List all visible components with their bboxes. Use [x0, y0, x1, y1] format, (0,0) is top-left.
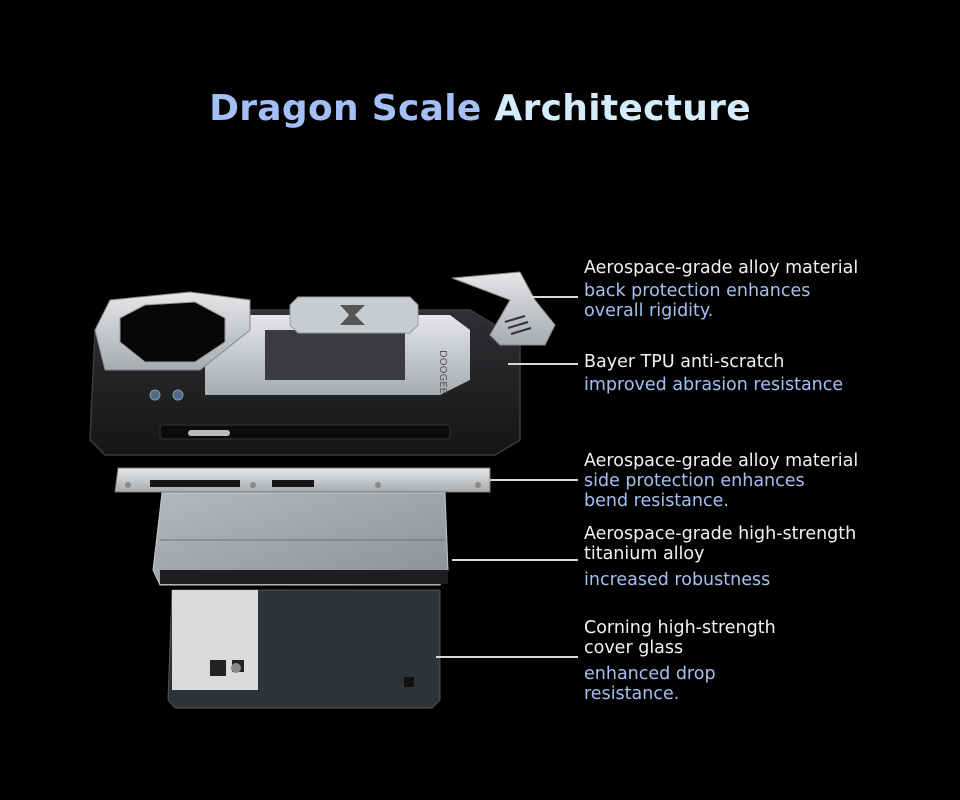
callout-back-protection: Aerospace-grade alloy material back prot…	[584, 258, 859, 321]
side-frame-rail	[114, 467, 491, 493]
leader-line-3	[490, 479, 578, 481]
svg-text:DOOGEE: DOOGEE	[437, 350, 448, 394]
leader-line-1	[530, 296, 578, 298]
callout-cover-glass: Corning high-strength cover glass enhanc…	[584, 618, 776, 704]
cover-glass-display	[167, 589, 441, 709]
title-accent: Dragon Scale	[209, 88, 482, 129]
title-main: Architecture	[494, 88, 751, 129]
callout-side-protection: Aerospace-grade alloy material side prot…	[584, 451, 859, 511]
page-title: Dragon Scale Architecture	[0, 88, 960, 129]
callout-titanium: Aerospace-grade high-strength titanium a…	[584, 524, 857, 590]
leader-line-4	[452, 559, 578, 561]
titanium-midframe	[152, 492, 449, 586]
callout-tpu: Bayer TPU anti-scratch improved abrasion…	[584, 352, 844, 395]
leader-line-2	[508, 363, 578, 365]
phone-back-shell: DOOGEE	[89, 271, 556, 456]
leader-line-5	[436, 656, 578, 658]
